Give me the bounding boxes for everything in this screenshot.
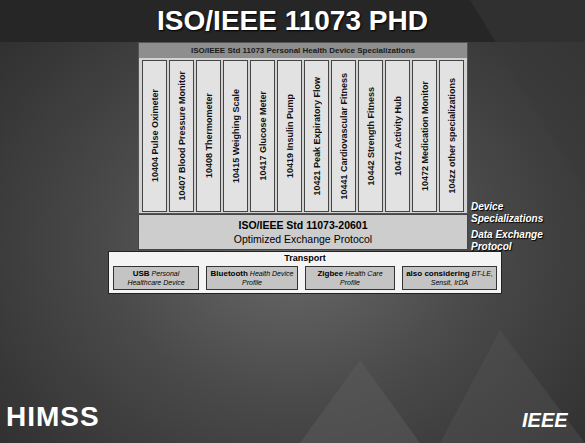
transport-name: USB: [133, 269, 150, 278]
transport-box: TransportUSB Personal Healthcare Device …: [108, 251, 502, 294]
specialization-column: 10441 Cardiovascular Fitness: [331, 60, 356, 212]
panel-heading: ISO/IEEE Std 11073 Personal Health Devic…: [139, 43, 467, 58]
specialization-column: 10407 Blood Pressure Monitor: [169, 60, 194, 212]
specialization-label: 104zz other specializations: [447, 78, 457, 194]
specialization-label: 10408 Thermometer: [204, 93, 214, 178]
panel-heading: Transport: [109, 252, 501, 264]
protocol-label: Optimized Exchange Protocol: [143, 232, 463, 246]
transport-profile: Health Device Profile: [242, 270, 293, 286]
specialization-label: 10471 Activity Hub: [393, 96, 403, 176]
protocol-box: ISO/IEEE Std 11073-20601Optimized Exchan…: [138, 214, 468, 250]
layer-label: Data Exchange Protocol: [471, 229, 563, 253]
specialization-column: 10417 Glucose Meter: [250, 60, 275, 212]
transport-option: USB Personal Healthcare Device: [113, 266, 199, 290]
protocol-label: ISO/IEEE Std 11073-20601: [143, 218, 463, 232]
slide-title: ISO/IEEE 11073 PHD: [0, 2, 585, 40]
logo-text: HIMSS: [6, 400, 100, 434]
specialization-label: 10472 Medication Monitor: [420, 81, 430, 191]
layer-label: Device Specializations: [471, 201, 563, 225]
transport-name: Zigbee: [317, 269, 343, 278]
transport-name: Bluetooth: [211, 269, 248, 278]
specialization-column: 10442 Strength Fitness: [358, 60, 383, 212]
specialization-panel: ISO/IEEE Std 11073 Personal Health Devic…: [138, 42, 468, 214]
transport-name: also considering: [406, 269, 470, 278]
specialization-label: 10417 Glucose Meter: [258, 91, 268, 181]
decor-triangle: [440, 330, 585, 443]
specialization-column: 10419 Insulin Pump: [277, 60, 302, 212]
decor-triangle: [470, 0, 585, 190]
transport-option: Bluetooth Health Device Profile: [206, 266, 298, 290]
specialization-label: 10419 Insulin Pump: [285, 94, 295, 178]
specialization-label: 10421 Peak Expiratory Flow: [312, 77, 322, 196]
specialization-label: 10415 Weighing Scale: [231, 89, 241, 183]
transport-profile: Health Care Profile: [340, 270, 382, 286]
specialization-column: 10404 Pulse Oximeter: [142, 60, 167, 212]
specialization-column: 10471 Activity Hub: [385, 60, 410, 212]
logo-text: IEEE: [522, 406, 568, 434]
transport-option: Zigbee Health Care Profile: [305, 266, 395, 290]
specialization-label: 10407 Blood Pressure Monitor: [177, 71, 187, 201]
specialization-label: 10404 Pulse Oximeter: [150, 89, 160, 182]
specialization-column: 10415 Weighing Scale: [223, 60, 248, 212]
transport-option: also considering BT-LE, Sensit, IrDA: [402, 266, 497, 290]
specialization-label: 10442 Strength Fitness: [366, 87, 376, 186]
specialization-column: 104zz other specializations: [439, 60, 464, 212]
specialization-label: 10441 Cardiovascular Fitness: [339, 73, 349, 200]
specialization-column: 10472 Medication Monitor: [412, 60, 437, 212]
specialization-column: 10408 Thermometer: [196, 60, 221, 212]
decor-triangle: [300, 360, 420, 443]
specialization-column: 10421 Peak Expiratory Flow: [304, 60, 329, 212]
